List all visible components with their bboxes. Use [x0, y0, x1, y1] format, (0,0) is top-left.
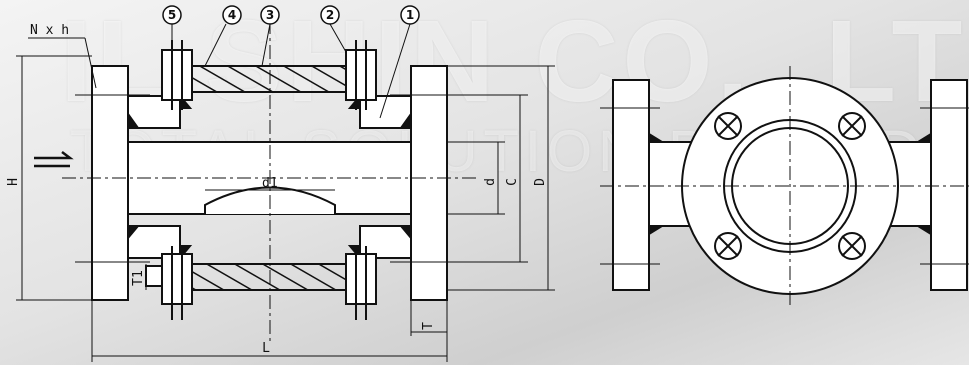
top-glass	[191, 65, 347, 93]
dimension-labels: N x h H d C D d1 T1 T L	[6, 23, 548, 356]
dim-bolt-circle: C	[505, 178, 520, 186]
dim-glass-thickness: T1	[131, 270, 146, 286]
callout-2: 2	[326, 8, 334, 22]
right-flange	[410, 65, 448, 301]
callout-labels: 5 4 3 2 1	[168, 8, 414, 22]
front-view	[600, 66, 969, 306]
callout-4: 4	[228, 8, 236, 22]
bottom-cover-flange-right	[345, 253, 377, 305]
bottom-cover-flange-left	[161, 253, 193, 305]
flow-arrow-icon	[34, 151, 74, 168]
dim-length: L	[262, 341, 270, 356]
front-right-flange	[930, 79, 968, 291]
top-cover-flange-right	[345, 49, 377, 101]
callout-3: 3	[266, 8, 274, 22]
dimension-lines	[16, 23, 555, 362]
bottom-glass	[191, 263, 347, 291]
callout-1: 1	[406, 8, 414, 22]
dim-flange-thickness: T	[421, 322, 436, 330]
dim-bolt-holes: N x h	[30, 23, 69, 38]
side-view	[34, 20, 480, 345]
top-cover-flange-left	[161, 49, 193, 101]
front-left-flange	[612, 79, 650, 291]
dim-bore: d	[483, 178, 498, 186]
callout-5: 5	[168, 8, 176, 22]
left-flange	[91, 65, 129, 301]
dim-inner-diameter: d1	[262, 176, 278, 191]
bolt-icons	[714, 112, 866, 260]
dim-flange-od: D	[533, 178, 548, 186]
callout-circles	[162, 5, 420, 25]
dim-overall-height: H	[6, 178, 21, 186]
